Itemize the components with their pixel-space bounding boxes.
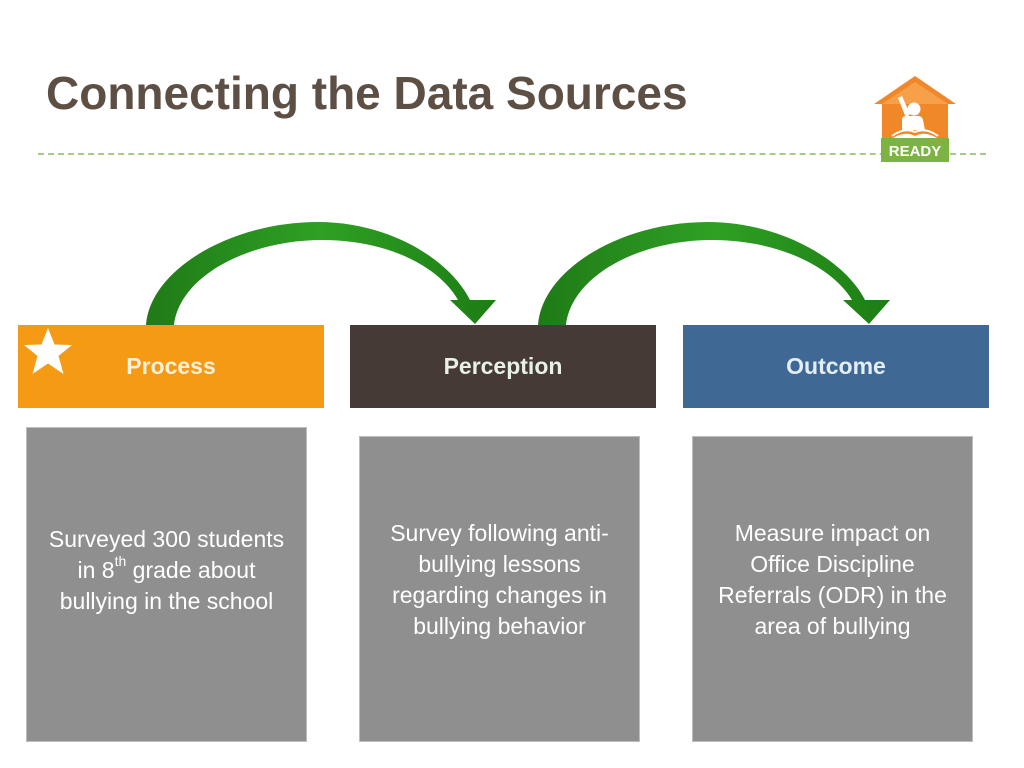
outcome-description: Measure impact on Office Discipline Refe…: [692, 436, 973, 742]
process-description-text: Surveyed 300 students in 8th grade about…: [41, 524, 292, 617]
logo-label: READY: [889, 143, 942, 160]
dashed-divider: [38, 153, 986, 155]
ordinal-suffix: th: [114, 553, 127, 570]
curved-arrow-icon: [146, 222, 496, 325]
school-house-reading-icon: [874, 76, 956, 152]
process-text-part: grade about bullying in the school: [59, 557, 274, 614]
outcome-header: Outcome: [683, 325, 989, 408]
process-text-part: Surveyed 300 students in 8: [48, 526, 285, 583]
outcome-header-label: Outcome: [786, 353, 886, 379]
perception-header-label: Perception: [443, 353, 563, 379]
process-description: Surveyed 300 students in 8th grade about…: [26, 427, 307, 742]
perception-description: Survey following anti-bullying lessons r…: [359, 436, 640, 742]
slide-title: Connecting the Data Sources: [46, 67, 688, 119]
perception-header: Perception: [350, 325, 656, 408]
process-header: Process: [18, 325, 324, 408]
star-icon: [24, 328, 72, 374]
logo-banner: [881, 138, 949, 162]
perception-description-text: Survey following anti-bullying lessons r…: [390, 520, 609, 639]
ready-logo: READY: [874, 76, 956, 162]
outcome-description-text: Measure impact on Office Discipline Refe…: [718, 520, 947, 639]
curved-arrow-icon: [538, 222, 890, 325]
process-header-label: Process: [126, 353, 216, 379]
